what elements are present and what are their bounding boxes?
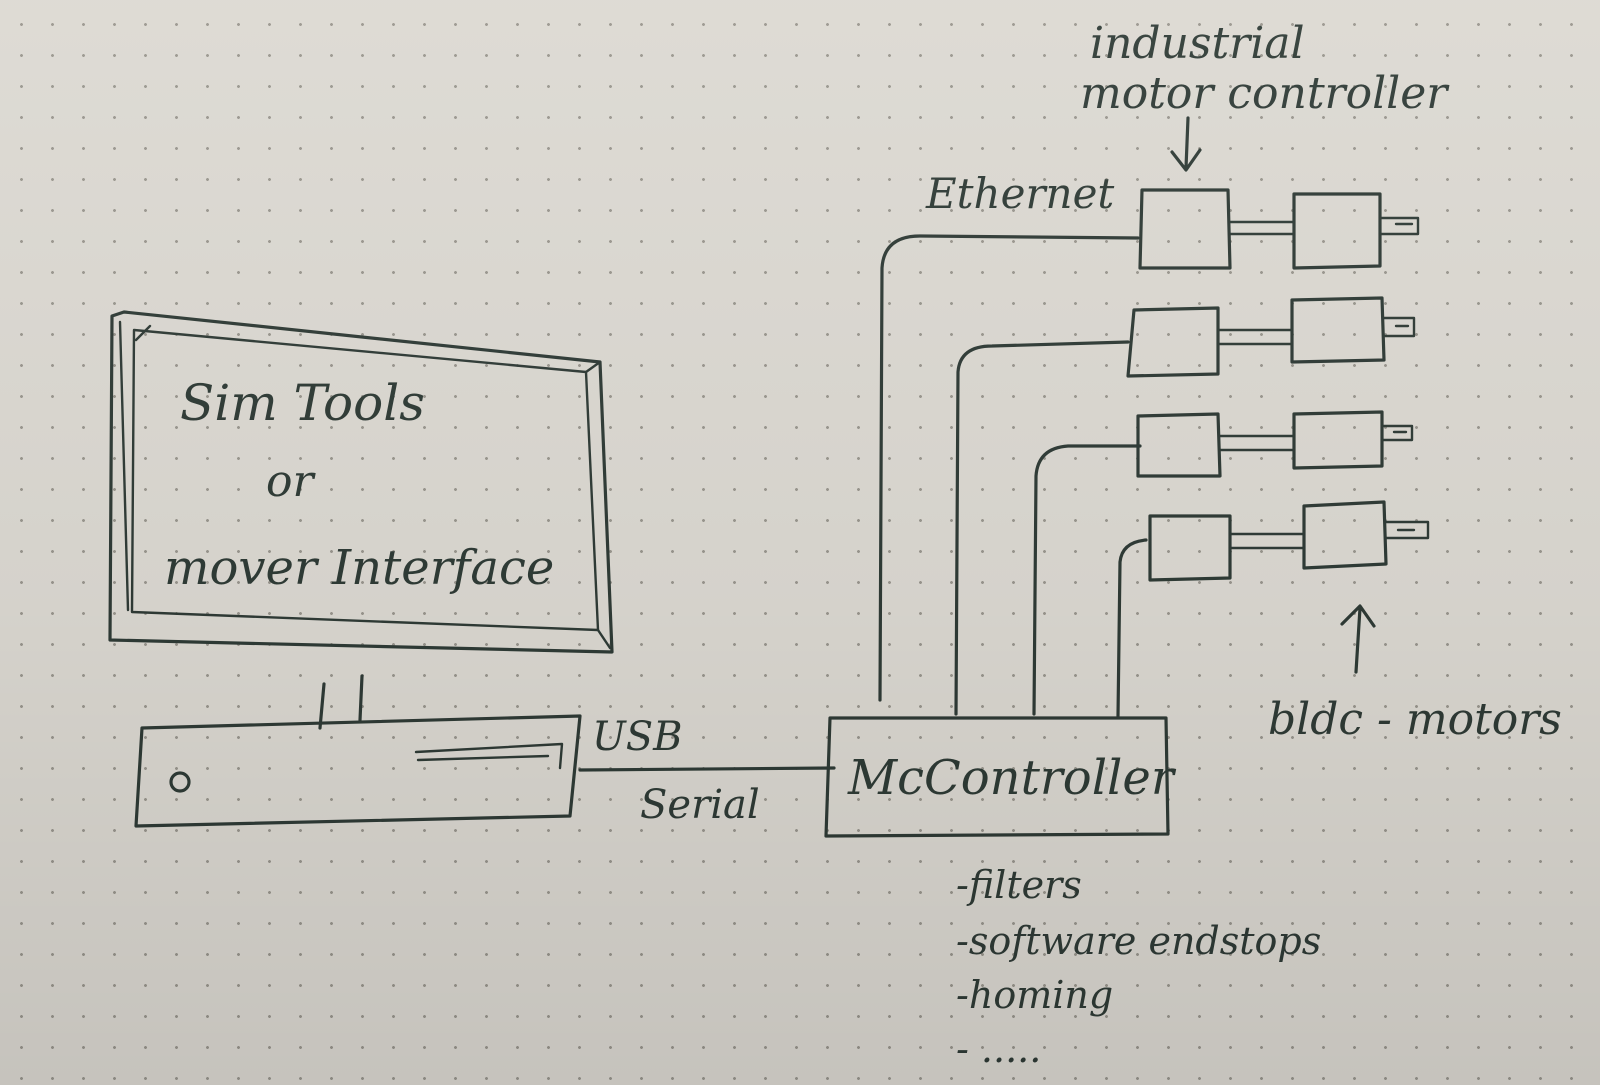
drive-slot [414, 742, 564, 770]
screen-text-line-3: mover Interface [164, 540, 554, 596]
ethernet-cable-1 [878, 234, 1140, 702]
usb-label: USB [592, 714, 683, 760]
bldc-motors-label: bldc - motors [1268, 694, 1562, 745]
ethernet-cable-4 [1116, 538, 1148, 718]
motor-controller-3 [1136, 412, 1222, 478]
ethernet-cable-3 [1032, 444, 1142, 716]
motor-chain-1 [1138, 188, 1420, 270]
screen-text-line-1: Sim Tools [180, 374, 425, 432]
monitor-outer-frame [108, 310, 614, 654]
motor-link-2 [1216, 328, 1294, 346]
motor-chain-2 [1126, 296, 1416, 378]
mccontroller-box [824, 716, 1170, 838]
computer-outline [134, 714, 582, 828]
computer-box [134, 714, 582, 828]
motor-link-3 [1218, 434, 1296, 452]
feature-filters: -filters [956, 863, 1082, 907]
ethernet-label: Ethernet [925, 169, 1114, 218]
ethernet-cables [878, 234, 1148, 718]
bldc-motor-2 [1290, 296, 1386, 364]
monitor [108, 310, 614, 730]
motor-controller-1 [1138, 188, 1232, 270]
motor-shaft-2 [1382, 316, 1416, 338]
bldc-motor-3 [1292, 410, 1384, 470]
monitor-bezel-lines [118, 320, 612, 650]
motor-shaft-3 [1380, 424, 1414, 442]
feature-more: - ..... [956, 1027, 1041, 1071]
screen-text-line-2: or [266, 456, 316, 507]
motor-chain-4 [1148, 500, 1430, 582]
motor-controller-arrow [1170, 116, 1202, 172]
ethernet-cable-2 [954, 340, 1130, 716]
motor-controller-4 [1148, 514, 1232, 582]
mccontroller-outline [824, 716, 1170, 838]
motor-controller-label: motor controller [1080, 68, 1450, 119]
bldc-motor-4 [1302, 500, 1388, 570]
motor-link-1 [1228, 220, 1296, 236]
power-button [169, 771, 191, 793]
serial-label: Serial [640, 782, 760, 828]
motor-shaft-1 [1378, 216, 1420, 236]
motor-shaft-4 [1384, 520, 1430, 540]
feature-homing: -homing [956, 973, 1113, 1017]
usb-serial-cable [578, 766, 836, 772]
motor-controller-2 [1126, 306, 1220, 378]
mccontroller-label: McController [847, 750, 1177, 806]
motor-link-4 [1228, 532, 1306, 550]
industrial-label: industrial [1090, 18, 1305, 69]
bldc-motor-1 [1292, 192, 1382, 270]
monitor-stand [318, 674, 364, 730]
feature-software-endstops: -software endstops [956, 919, 1321, 963]
motor-chain-3 [1136, 410, 1414, 478]
bldc-motors-arrow [1340, 604, 1376, 674]
